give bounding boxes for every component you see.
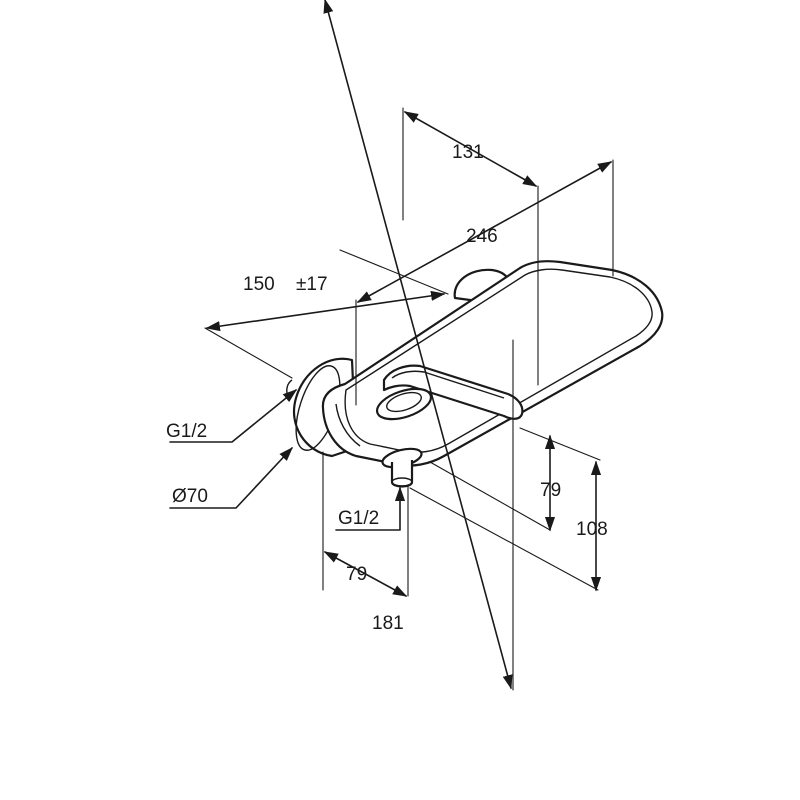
- dim-181: 181: [372, 613, 404, 634]
- dim-131: 131: [452, 142, 484, 163]
- faucet-body: [286, 260, 664, 488]
- spout-connector: [390, 460, 414, 488]
- dim-diameter-70: Ø70: [172, 486, 208, 507]
- dim-108: 108: [576, 519, 608, 540]
- body-outline: [321, 260, 664, 467]
- dim-79-depth: 79: [346, 564, 367, 585]
- dim-150-tolerance: ±17: [296, 274, 328, 295]
- dimension-labels: 131 246 150 ±17 G1/2 Ø70 G1/2 79 181 79 …: [166, 142, 608, 634]
- dim-g12-bottom: G1/2: [338, 508, 379, 529]
- dim-150: 150: [243, 274, 275, 295]
- dim-79-height: 79: [540, 480, 561, 501]
- dim-246: 246: [466, 226, 498, 247]
- dimension-lines: [169, 0, 614, 691]
- dim-g12-side: G1/2: [166, 421, 207, 442]
